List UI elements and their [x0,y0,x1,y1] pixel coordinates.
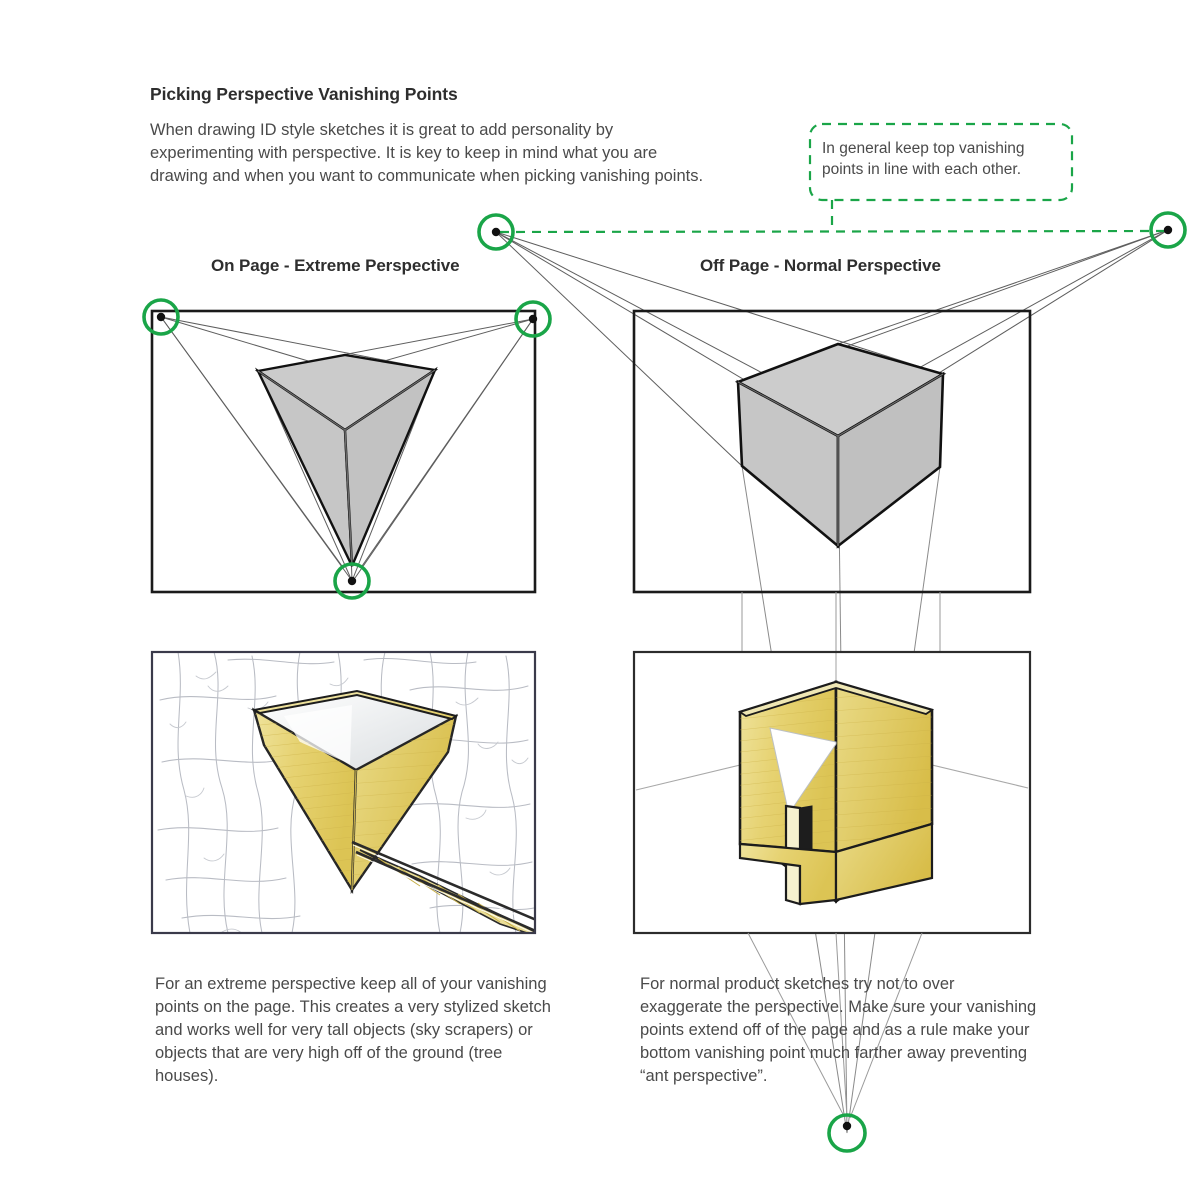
vanishing-point-marker[interactable] [827,1113,867,1153]
normal-perspective-solid [734,342,947,549]
treehouse-sketch [153,653,534,932]
callout-box [808,122,1074,202]
right-column-heading: Off Page - Normal Perspective [700,256,941,275]
page-title: Picking Perspective Vanishing Points [150,84,458,104]
left-column-caption: For an extreme perspective keep all of y… [155,975,551,1085]
left-column-heading: On Page - Extreme Perspective [211,256,460,275]
vanishing-point-marker[interactable] [1149,211,1187,249]
left-top-frame [150,309,537,594]
top-vp-alignment-line [499,229,1165,234]
right-bottom-frame [632,650,1032,935]
vanishing-point-marker[interactable] [477,213,515,251]
lower-vp-rays [747,932,923,1119]
extreme-perspective-solid [254,353,439,567]
right-column-caption: For normal product sketches try not to o… [640,975,1037,1085]
vanishing-point-marker[interactable] [142,298,180,336]
left-bottom-frame [150,650,537,935]
right-top-frame [632,309,1032,594]
chair-sketch [635,653,1029,932]
callout-text: In general keep top vanishing points in … [822,140,1025,178]
vanishing-point-marker[interactable] [514,300,552,338]
intro-paragraph: When drawing ID style sketches it is gre… [150,121,704,185]
vanishing-point-marker[interactable] [333,562,371,600]
